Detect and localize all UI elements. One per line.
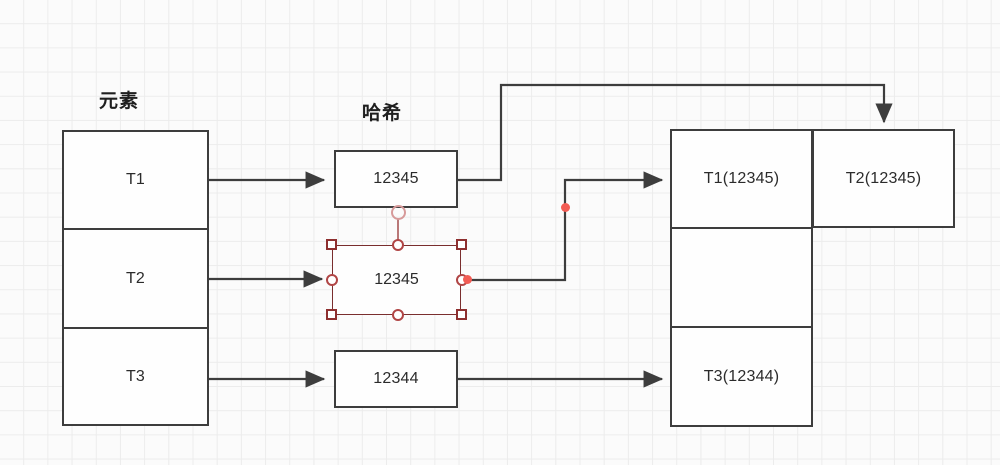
bottom-left-handle[interactable] — [326, 309, 337, 320]
middle-left-handle[interactable] — [326, 274, 338, 286]
element-cell-t1-label: T1 — [125, 171, 146, 188]
connector-hash1-to-t2bucket[interactable] — [458, 83, 893, 182]
hash-box-2-selected[interactable]: 12345 — [332, 245, 461, 315]
hash-box-3[interactable]: 12344 — [334, 350, 458, 408]
top-center-handle[interactable] — [392, 239, 404, 251]
element-cell-t3-label: T3 — [125, 367, 146, 385]
element-cell-t2[interactable]: T2 — [62, 229, 209, 328]
bottom-center-handle[interactable] — [392, 309, 404, 321]
bucket-cell-1-label: T1(12345) — [703, 170, 780, 187]
bucket-overflow-label: T2(12345) — [845, 169, 922, 187]
hash-box-3-label: 12344 — [373, 370, 419, 387]
label-hash: 哈希 — [362, 103, 403, 124]
hash-box-1-label: 12345 — [373, 170, 419, 187]
connector-hash2-to-t1bucket[interactable] — [466, 171, 664, 282]
top-right-handle[interactable] — [456, 239, 467, 250]
bucket-cell-1[interactable]: T1(12345) — [670, 129, 813, 228]
connector-waypoint-endpoint[interactable] — [561, 203, 570, 212]
hash-box-2-label: 12345 — [374, 271, 419, 288]
bucket-cell-3[interactable]: T3(12344) — [670, 327, 813, 427]
top-left-handle[interactable] — [326, 239, 337, 250]
bottom-right-handle[interactable] — [456, 309, 467, 320]
label-elements: 元素 — [99, 91, 140, 112]
element-cell-t2-label: T2 — [125, 269, 146, 287]
connector-source-endpoint[interactable] — [463, 275, 472, 284]
element-cell-t3[interactable]: T3 — [62, 328, 209, 426]
hash-box-1[interactable]: 12345 — [334, 150, 458, 208]
bucket-cell-3-label: T3(12344) — [703, 367, 780, 385]
bucket-cell-2[interactable] — [670, 228, 813, 327]
element-cell-t1[interactable]: T1 — [62, 130, 209, 229]
bucket-overflow-cell[interactable]: T2(12345) — [812, 129, 955, 228]
rotate-handle[interactable] — [391, 205, 406, 220]
